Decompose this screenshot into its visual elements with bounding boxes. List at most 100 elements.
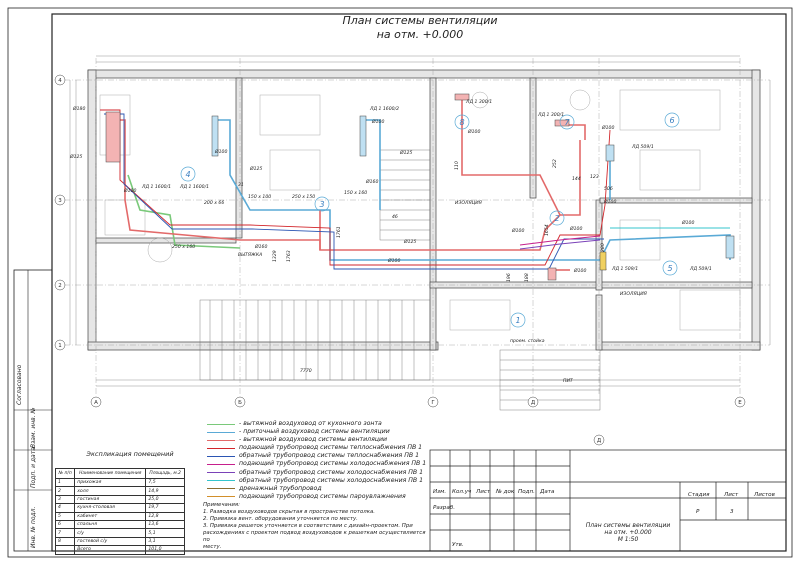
ann-ld-3: ЛД 1 1600/2	[369, 106, 399, 112]
ann-ld-4b: ЛД 1 1600/1	[179, 184, 209, 190]
room-number-4: 4	[185, 170, 190, 179]
ann-d125-d: Ø125	[403, 238, 416, 245]
table-cell: кухня-столовая	[74, 503, 147, 513]
stamp-sheet-number: 3	[730, 509, 734, 515]
room-marker-1	[510, 312, 526, 328]
legend-swatch	[207, 496, 235, 498]
table-cell: 5	[54, 511, 76, 521]
legend-label: дренажный трубопровод	[239, 484, 322, 492]
room-number-7: 7	[564, 118, 570, 127]
axis-letter-d2: Д	[597, 438, 602, 444]
ann-252: 252	[552, 159, 558, 168]
ann-ld-7: ЛД 1 300/1	[537, 112, 564, 118]
explication-header-cell: № п/п	[54, 468, 76, 479]
axis-letter-a: А	[94, 400, 98, 406]
axis-letter-e: Е	[738, 400, 742, 406]
ann-46: 46	[392, 214, 398, 220]
room-marker-3	[314, 196, 330, 212]
legend: - вытяжной воздуховод от кухонного зонта…	[207, 420, 426, 501]
stamp-stage-header: Стадия	[688, 492, 710, 498]
room-marker-5	[662, 260, 678, 276]
ann-d160: Ø160	[254, 243, 267, 250]
table-cell: 14,9	[145, 486, 185, 496]
ann-506: 506	[604, 186, 613, 192]
ann-250x150: 250 х 150	[292, 194, 315, 200]
legend-label: подающий трубопровод системы теплоснабже…	[239, 444, 423, 452]
room-number-5: 5	[667, 264, 672, 273]
table-cell: 2	[54, 486, 76, 496]
ann-123: 123	[590, 174, 599, 180]
note-line: 1. Разводка воздуховодов скрытая в прост…	[203, 509, 375, 515]
note-line: 3. Привязка решеток уточняется в соответ…	[203, 523, 413, 529]
room-number-1: 1	[515, 316, 520, 325]
ann-d100-g: Ø100	[681, 219, 694, 226]
room-marker-7	[559, 114, 575, 130]
stamp-col-ndok: № док	[496, 489, 515, 495]
explication-title: Экспликация помещений	[86, 450, 174, 458]
ann-1761: 1761	[336, 226, 342, 238]
ann-1763: 1763	[286, 250, 292, 262]
side-strip	[13, 269, 53, 552]
ann-izol-2: ИЗОЛЯЦИЯ	[455, 200, 483, 206]
stamp-center-title: План системы вентиляции	[585, 522, 671, 529]
table-cell: 25,0	[145, 494, 185, 505]
ann-d125-a: Ø125	[69, 153, 82, 160]
stamp-scale: М 1:50	[617, 536, 639, 543]
legend-label: подающий трубопровод системы холодоснабж…	[239, 460, 427, 468]
ann-d100-h: Ø100	[511, 227, 524, 234]
legend-swatch	[207, 464, 235, 466]
stamp-col-podp: Подп.	[518, 489, 535, 495]
stamp-stage: Р	[696, 509, 700, 515]
stamp-col-izm: Изм.	[433, 489, 447, 495]
ann-izol-1: ИЗОЛЯЦИЯ	[620, 291, 648, 297]
ann-196: 196	[506, 273, 512, 282]
legend-label: обратный трубопровод системы холодоснабж…	[239, 476, 424, 484]
ann-kitchen: ВЫТЯЖКА	[238, 252, 262, 258]
side-label-agreed: Согласовано	[16, 364, 23, 405]
notes-heading: Примечания:	[203, 502, 240, 508]
stamp-col-list: Лист	[476, 489, 491, 495]
axis-number-3: 3	[58, 198, 62, 204]
table-cell: спальня	[74, 519, 147, 530]
room-markers	[180, 112, 680, 328]
ann-d180: Ø180	[72, 105, 85, 112]
ann-150x160: 150 х 160	[344, 190, 367, 196]
ann-144: 144	[572, 176, 581, 182]
axis-letter-b: Б	[238, 400, 242, 406]
legend-row: - приточный воздуховод системы вентиляци…	[207, 428, 426, 436]
ann-250x160: 250 х 160	[172, 244, 195, 250]
ann-stairs: проем. стойка	[510, 338, 545, 344]
ann-d100-b: Ø100	[214, 148, 227, 155]
legend-label: - вытяжной воздуховод от кухонного зонта	[239, 420, 382, 427]
table-cell: 8	[54, 536, 76, 547]
room-marker-6	[664, 112, 680, 128]
legend-label: подающий трубопровод системы пароувлажне…	[239, 492, 406, 500]
notes-block: Примечания: 1. Разводка воздуховодов скр…	[203, 502, 433, 551]
legend-label: обратный трубопровод системы холодоснабж…	[239, 468, 424, 476]
legend-swatch	[207, 472, 235, 474]
furniture	[99, 89, 741, 331]
dimension-lines	[69, 55, 771, 387]
axis-number-2: 2	[58, 283, 62, 289]
legend-row: обратный трубопровод системы холодоснабж…	[207, 477, 426, 485]
room-numbers: 1 2 3 4 5 6 7 8	[185, 116, 674, 325]
outer-frame	[7, 7, 793, 558]
exhaust-duct	[110, 95, 586, 271]
legend-swatch	[207, 447, 235, 449]
room-number-6: 6	[669, 116, 674, 125]
ann-d160-b: Ø160	[365, 178, 378, 185]
stamp-utv: Утв.	[452, 542, 464, 548]
grilles	[105, 93, 735, 281]
ann-200x66: 200 х 66	[204, 200, 224, 206]
legend-row: дренажный трубопровод	[207, 485, 426, 493]
annotations: ЛД 1 1600/1 ЛД 1 1600/1 ЛД 1 1600/2 ЛД 1…	[69, 99, 712, 384]
stamp-center: План системы вентиляции на отм. +0.000 М…	[580, 522, 676, 543]
notes-items: 1. Разводка воздуховодов скрытая в прост…	[203, 509, 433, 551]
ann-d100-f: Ø100	[603, 198, 616, 205]
ann-d100-e: Ø100	[601, 124, 614, 131]
